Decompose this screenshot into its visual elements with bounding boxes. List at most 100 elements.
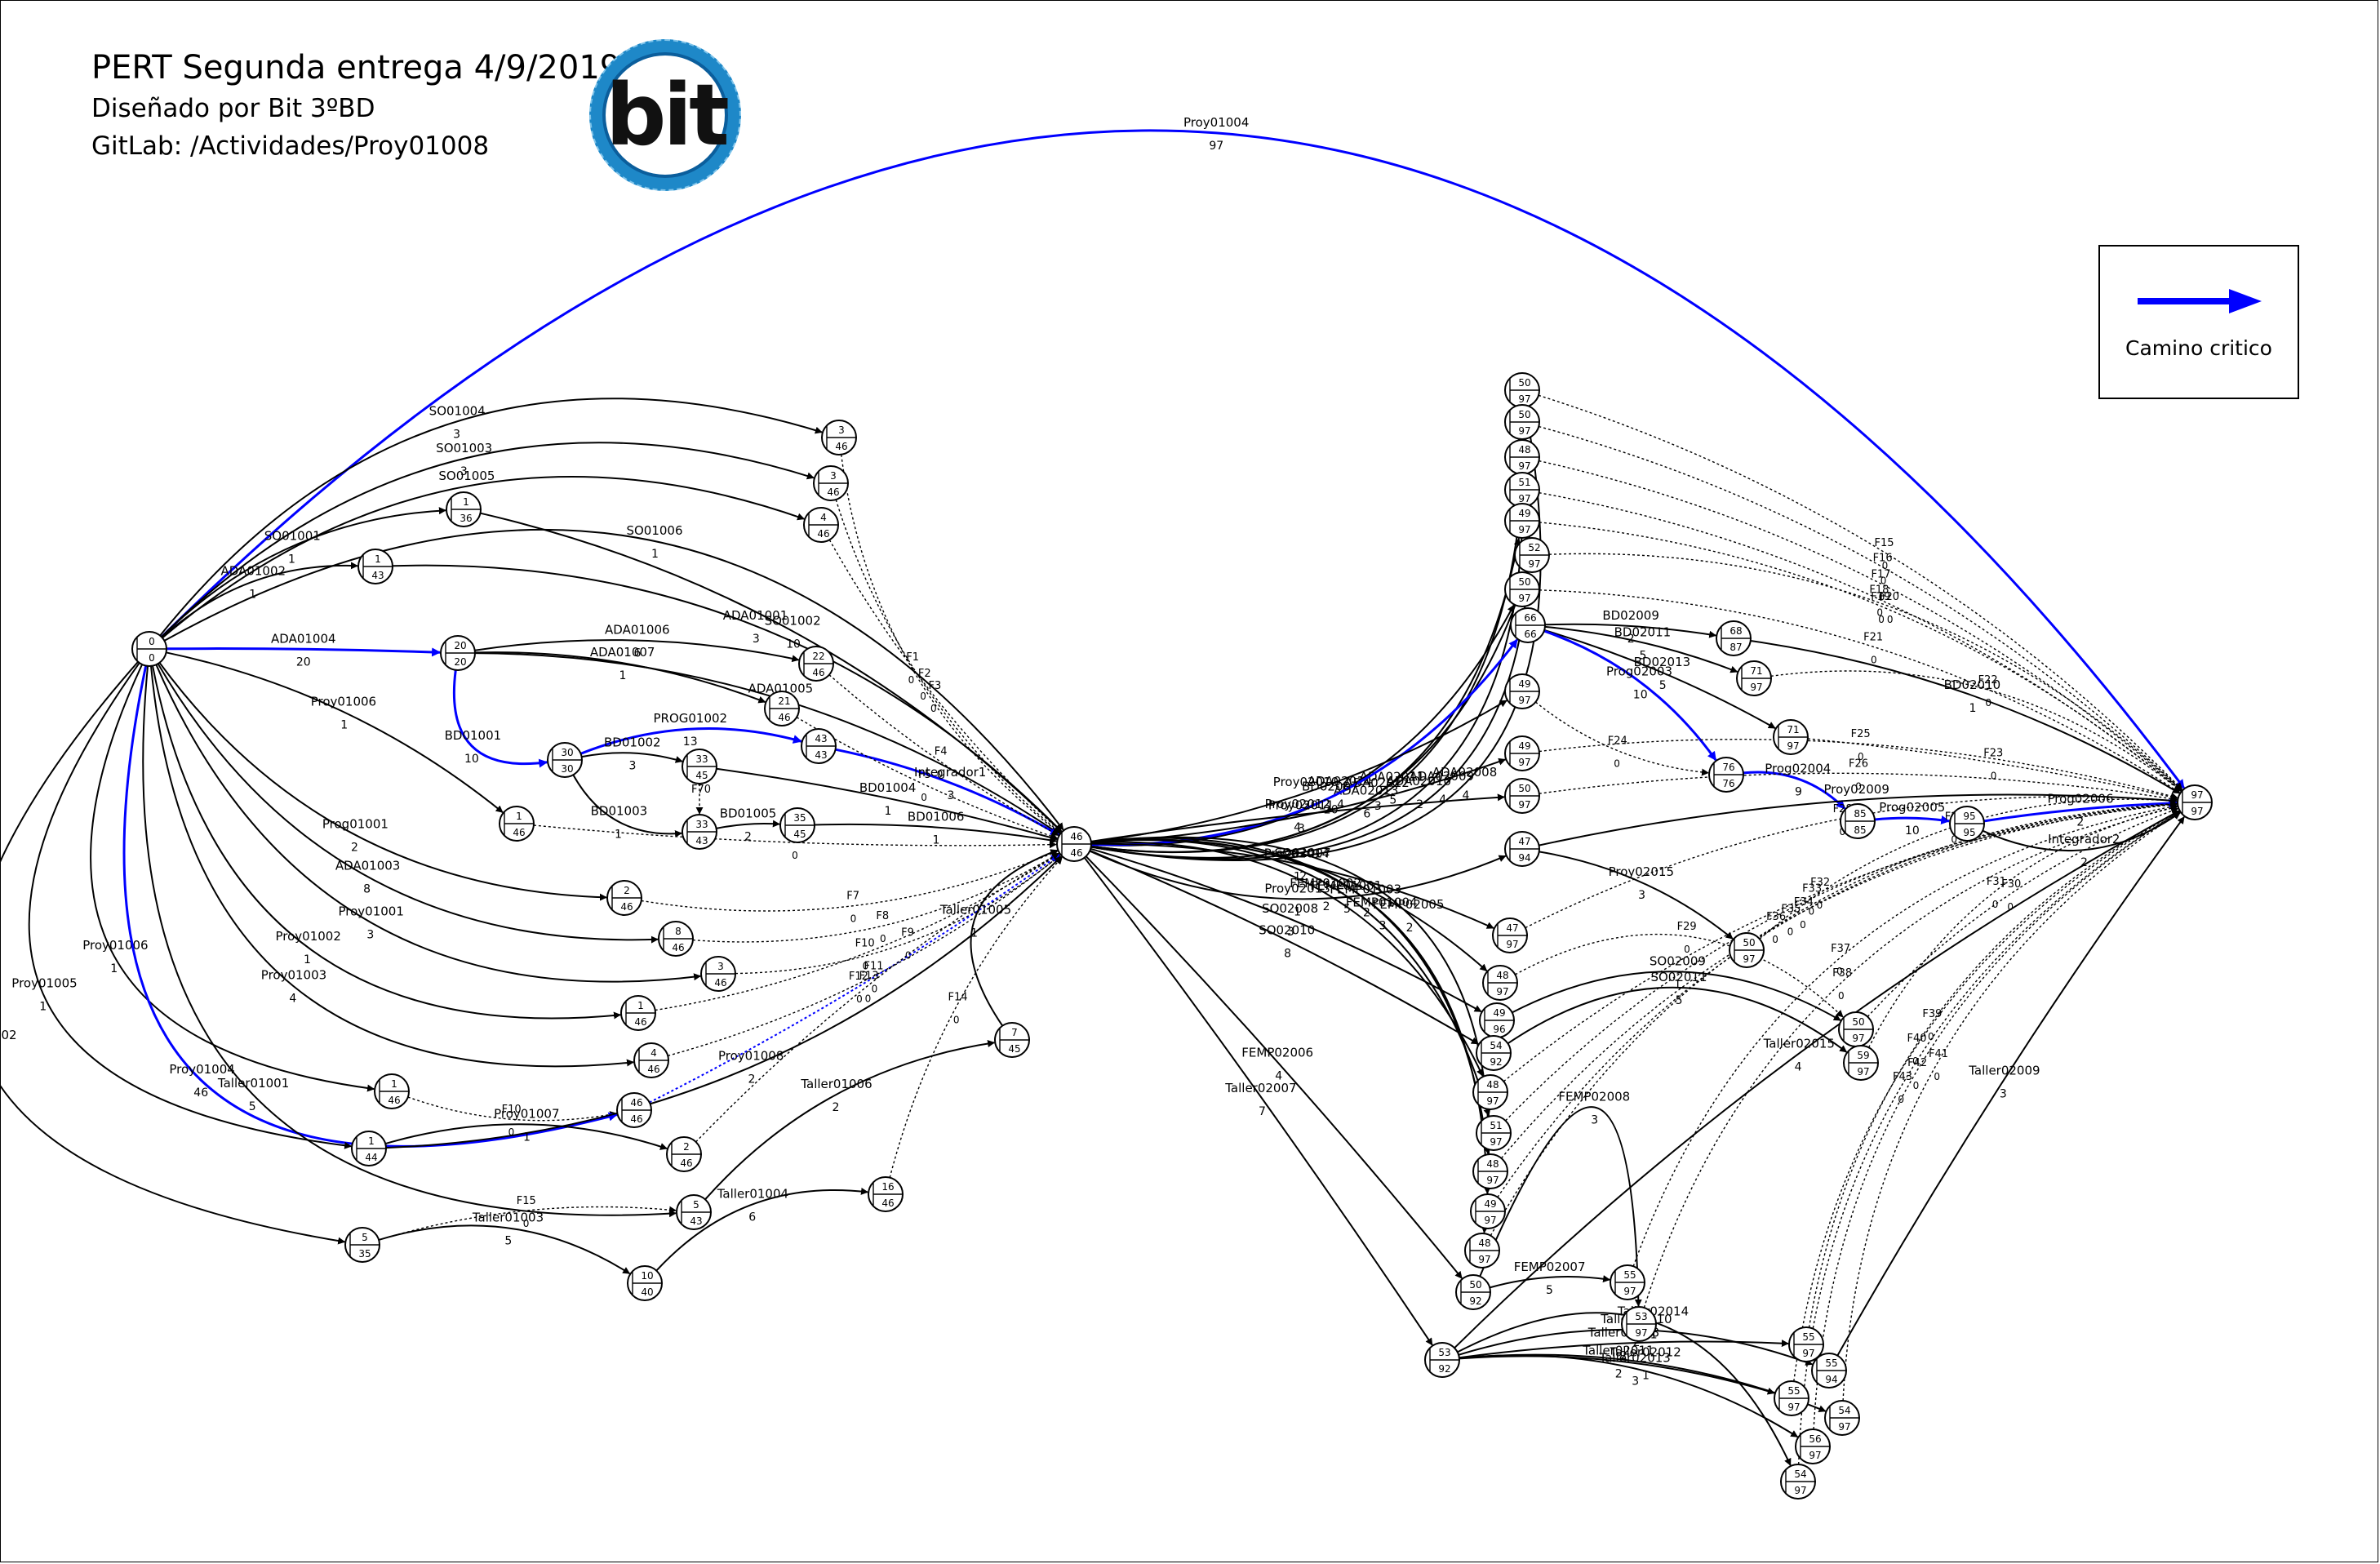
node-late: 46 — [647, 1064, 659, 1075]
edge-label: Taller02012 — [1609, 1344, 1681, 1359]
node-late: 97 — [1518, 425, 1530, 437]
edge-bd01002 — [581, 752, 683, 763]
edge-bd01006 — [814, 823, 1058, 844]
node-early: 68 — [1729, 625, 1742, 637]
edge-duration: 1 — [1294, 870, 1301, 883]
node-early: 3 — [830, 470, 837, 482]
node-late: 40 — [641, 1286, 653, 1298]
edge-duration: 1 — [970, 926, 978, 940]
node-early: 7 — [1011, 1027, 1018, 1038]
node-early: 51 — [1518, 477, 1530, 488]
page-subtitle: Diseñado por Bit 3ºBD — [91, 94, 375, 123]
node-early: 8 — [675, 926, 682, 937]
edge-label: BD01004 — [859, 780, 917, 795]
edge-prog01002 — [579, 727, 802, 755]
node-early: 5 — [693, 1199, 699, 1211]
edge-label: SO02010 — [1259, 922, 1315, 937]
edge-label: SO01001 — [264, 529, 321, 544]
node-late: 97 — [1518, 799, 1530, 811]
edge-ada01004 — [166, 647, 442, 657]
edge-label: Taller02009 — [1968, 1063, 2040, 1077]
edge-f31 — [1867, 804, 2178, 1048]
edge-bd02011 — [1544, 625, 1738, 673]
pert-node: 136 — [446, 491, 482, 527]
edge-duration: 3 — [460, 465, 468, 478]
edge-duration: 0 — [920, 691, 926, 702]
edge-duration: 3 — [366, 929, 374, 942]
edge-duration: 2 — [748, 1073, 756, 1086]
bit-logo: bit — [589, 39, 741, 191]
node-early: 22 — [812, 651, 824, 662]
pert-node: 346 — [700, 956, 736, 992]
edge-bd01004 — [716, 767, 1058, 842]
edge-duration: 0 — [1858, 751, 1864, 762]
edge-label: Proy01006 — [311, 695, 376, 709]
edge-duration: 6 — [748, 1211, 756, 1224]
edge-taller01002 — [0, 661, 346, 1245]
edge-duration: 0 — [1898, 1094, 1904, 1105]
edge-duration: 2 — [1633, 1336, 1641, 1349]
edge-duration: 0 — [1614, 758, 1620, 769]
edge-label: Taller01001 — [217, 1076, 289, 1091]
page-title: PERT Segunda entrega 4/9/2019 — [91, 49, 621, 87]
node-early: 48 — [1496, 970, 1508, 981]
edge-label: F8 — [876, 910, 889, 922]
bit-logo-text: bit — [606, 65, 730, 165]
edge-duration: 1 — [1969, 702, 1977, 715]
edge-duration: 2 — [1416, 798, 1423, 811]
node-early: 53 — [1438, 1347, 1450, 1358]
edge-label: FEMP02006 — [1241, 1046, 1313, 1060]
edge-taller02007 — [1083, 857, 1433, 1346]
edge-duration: 46 — [193, 1086, 208, 1100]
edge-duration: 8 — [363, 883, 371, 896]
pert-node: 446 — [803, 507, 839, 543]
edge-so01001 — [161, 507, 446, 638]
pert-node: 146 — [620, 995, 656, 1031]
edge-f3 — [828, 539, 1062, 833]
edge-f39 — [1808, 810, 2180, 1328]
edge-label: F4 — [935, 746, 948, 758]
edge-duration: 1 — [615, 829, 622, 842]
edge-prog02005 — [1874, 815, 1951, 824]
edge-duration: 1 — [249, 589, 256, 602]
node-early: 97 — [2191, 789, 2203, 801]
edge-label: F5 — [918, 769, 931, 781]
edge-label: F18 — [1869, 584, 1889, 597]
edge-label: Prog02003 — [1606, 664, 1672, 679]
edge-label: BD01006 — [908, 810, 965, 824]
edge-label: F19 — [1871, 591, 1890, 603]
edge-so01005 — [162, 476, 806, 639]
edge-femp02008 — [1479, 1106, 1642, 1307]
node-late: 97 — [1484, 1215, 1496, 1226]
edge-duration: 1 — [1674, 978, 1681, 991]
node-late: 96 — [1493, 1024, 1505, 1035]
edge-duration: 0 — [905, 950, 912, 962]
edge-f21 — [1539, 589, 2181, 793]
node-late: 97 — [1857, 1066, 1869, 1077]
edge-label: SO01004 — [429, 403, 486, 418]
node-late: 36 — [460, 513, 472, 524]
edge-duration: 4 — [1294, 821, 1301, 834]
legend-label: Camino critico — [2125, 336, 2272, 360]
edge-proy01006 — [90, 664, 375, 1092]
node-early: 50 — [1518, 783, 1530, 794]
edge-proy02013 — [1089, 850, 1507, 900]
node-late: 46 — [714, 977, 726, 989]
edge-duration: 3 — [1298, 823, 1305, 836]
edge-label: F1 — [906, 651, 919, 664]
edge-f40 — [1793, 811, 2180, 1382]
edge-label: Proy01008 — [718, 1049, 784, 1064]
edge-duration: 97 — [1209, 140, 1223, 153]
node-late: 46 — [513, 827, 525, 838]
edge-taller02015 — [1454, 810, 2180, 1349]
node-late: 46 — [1070, 847, 1082, 859]
edge-duration: 5 — [1659, 679, 1667, 692]
edge-f41 — [1842, 811, 2181, 1402]
edge-duration: 0 — [1787, 926, 1794, 938]
